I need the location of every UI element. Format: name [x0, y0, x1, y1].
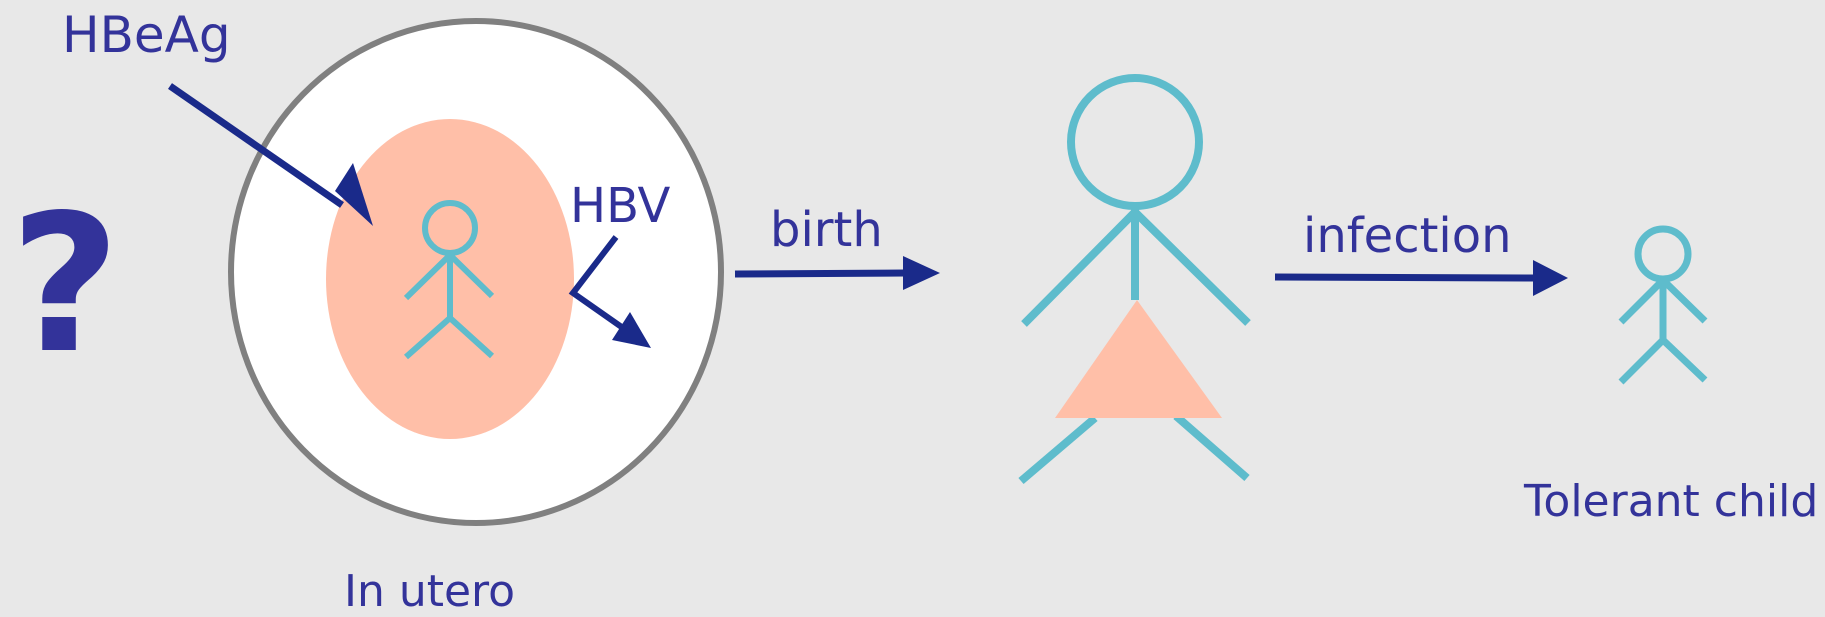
- fetus-figure: [403, 200, 495, 360]
- hbeag-arrow: [168, 83, 373, 226]
- infection-label: infection: [1303, 208, 1512, 264]
- dress-triangle: [1055, 300, 1222, 418]
- mother-figure: [1018, 74, 1251, 485]
- birth-arrow: [734, 256, 940, 290]
- hbv-label: HBV: [570, 178, 671, 234]
- hbv-arrow: [568, 235, 651, 348]
- in-utero-label: In utero: [344, 566, 516, 617]
- question-mark: ?: [10, 174, 121, 395]
- child-figure: [1618, 225, 1708, 385]
- hbeag-label: HBeAg: [62, 6, 231, 64]
- tolerant-child-label: Tolerant child: [1524, 476, 1819, 527]
- infection-arrow: [1274, 260, 1568, 296]
- birth-label: birth: [770, 202, 883, 258]
